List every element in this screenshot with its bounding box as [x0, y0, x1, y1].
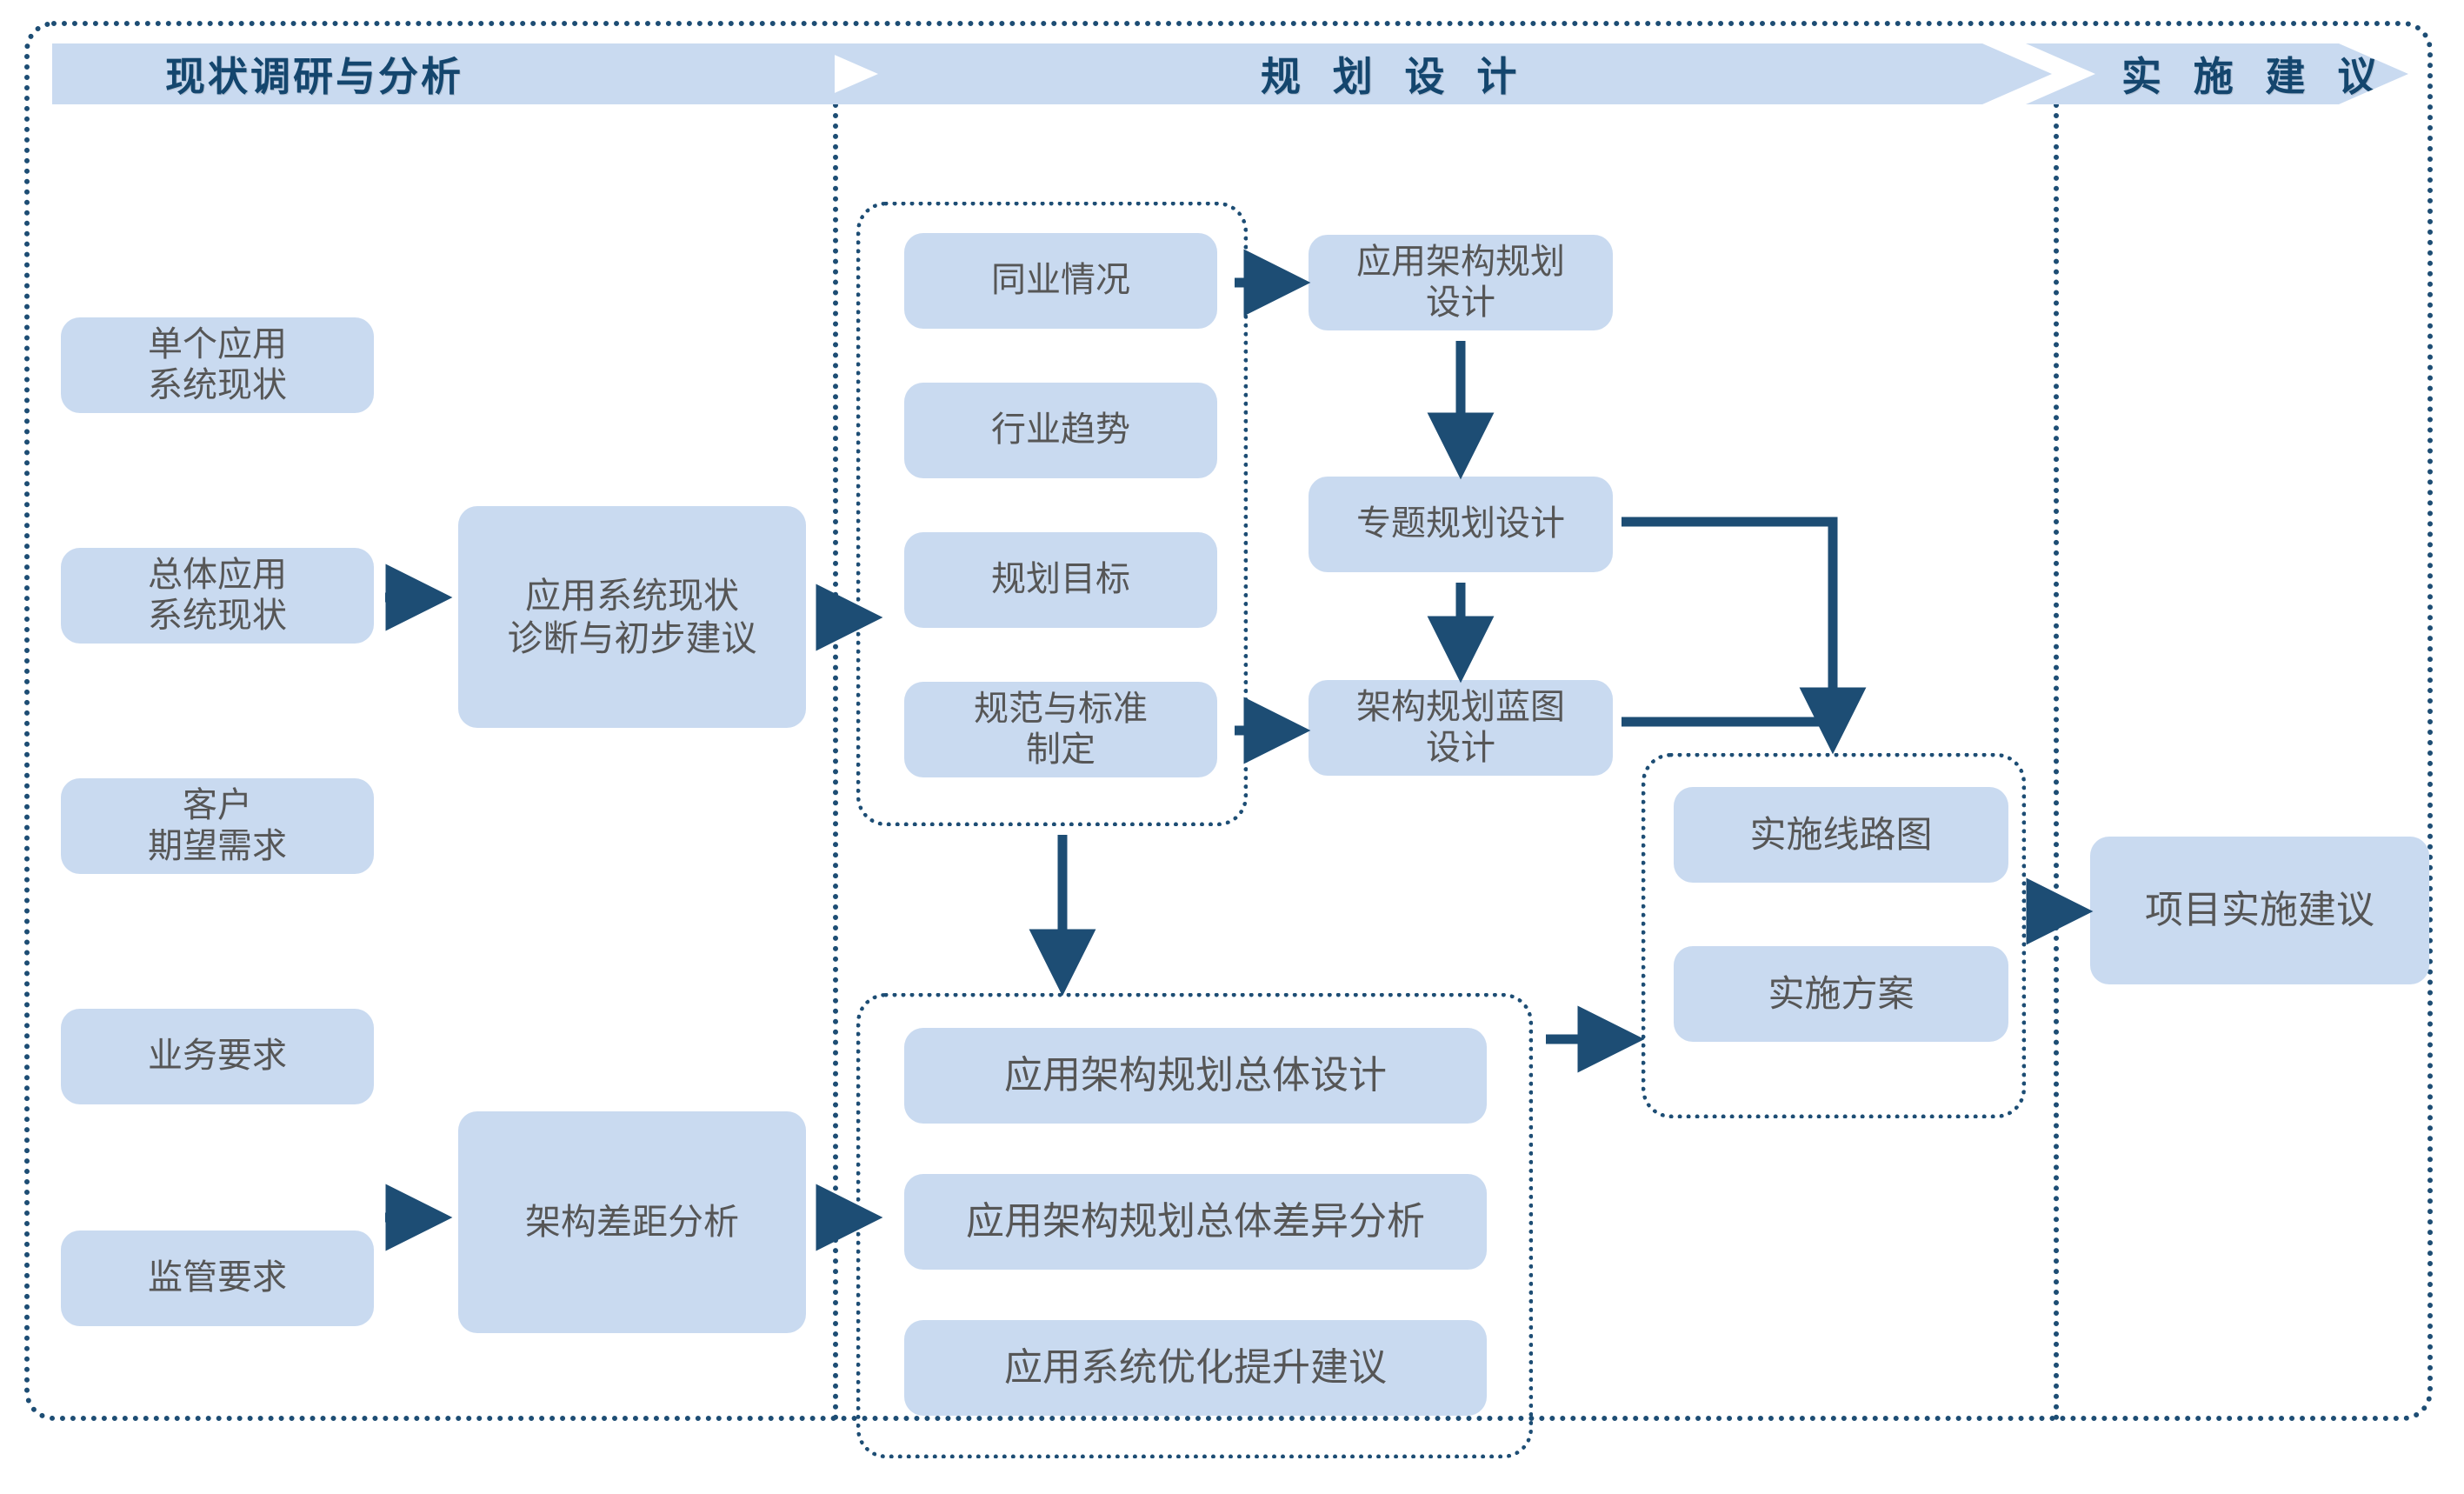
node-overall-app-status[interactable]: 总体应用 系统现状	[61, 548, 374, 644]
banner-phase-1-label: 现状调研与分析	[165, 54, 463, 99]
node-single-app-status[interactable]: 单个应用 系统现状	[61, 317, 374, 413]
banner-phase-3-label: 实 施 建 议	[2121, 54, 2388, 99]
node-overall-architecture-design[interactable]: 应用架构规划总体设计	[904, 1028, 1487, 1124]
node-regulatory-requirement[interactable]: 监管要求	[61, 1231, 374, 1326]
banner-phase-1: 现状调研与分析	[52, 43, 835, 104]
node-business-requirement[interactable]: 业务要求	[61, 1009, 374, 1104]
node-architecture-blueprint-design[interactable]: 架构规划蓝图 设计	[1309, 680, 1613, 776]
node-implementation-plan[interactable]: 实施方案	[1674, 946, 2008, 1042]
node-implementation-roadmap[interactable]: 实施线路图	[1674, 787, 2008, 883]
phase-divider-2	[2054, 103, 2059, 1421]
banner-phase-2-label: 规 划 设 计	[1261, 54, 1528, 99]
node-industry-trend[interactable]: 行业趋势	[904, 383, 1217, 478]
node-peer-situation[interactable]: 同业情况	[904, 233, 1217, 329]
banner-phase-3: 实 施 建 议	[2026, 43, 2408, 104]
node-app-optimization-suggestion[interactable]: 应用系统优化提升建议	[904, 1320, 1487, 1416]
node-standards-definition[interactable]: 规范与标准 制定	[904, 682, 1217, 777]
node-topic-planning-design[interactable]: 专题规划设计	[1309, 477, 1613, 572]
banner-phase-2: 规 划 设 计	[809, 43, 2052, 104]
node-status-diagnosis[interactable]: 应用系统现状 诊断与初步建议	[458, 506, 806, 728]
phase-divider-1	[833, 103, 838, 1421]
group-planning-inputs	[856, 202, 1248, 826]
node-overall-gap-analysis[interactable]: 应用架构规划总体差异分析	[904, 1174, 1487, 1270]
node-planning-goal[interactable]: 规划目标	[904, 532, 1217, 628]
group-implementation	[1642, 753, 2026, 1118]
node-architecture-gap-analysis[interactable]: 架构差距分析	[458, 1111, 806, 1333]
outer-frame	[24, 21, 2433, 1421]
node-project-implementation-suggestion[interactable]: 项目实施建议	[2090, 837, 2429, 984]
node-customer-expectation[interactable]: 客户 期望需求	[61, 778, 374, 874]
node-app-architecture-planning-design[interactable]: 应用架构规划 设计	[1309, 235, 1613, 330]
